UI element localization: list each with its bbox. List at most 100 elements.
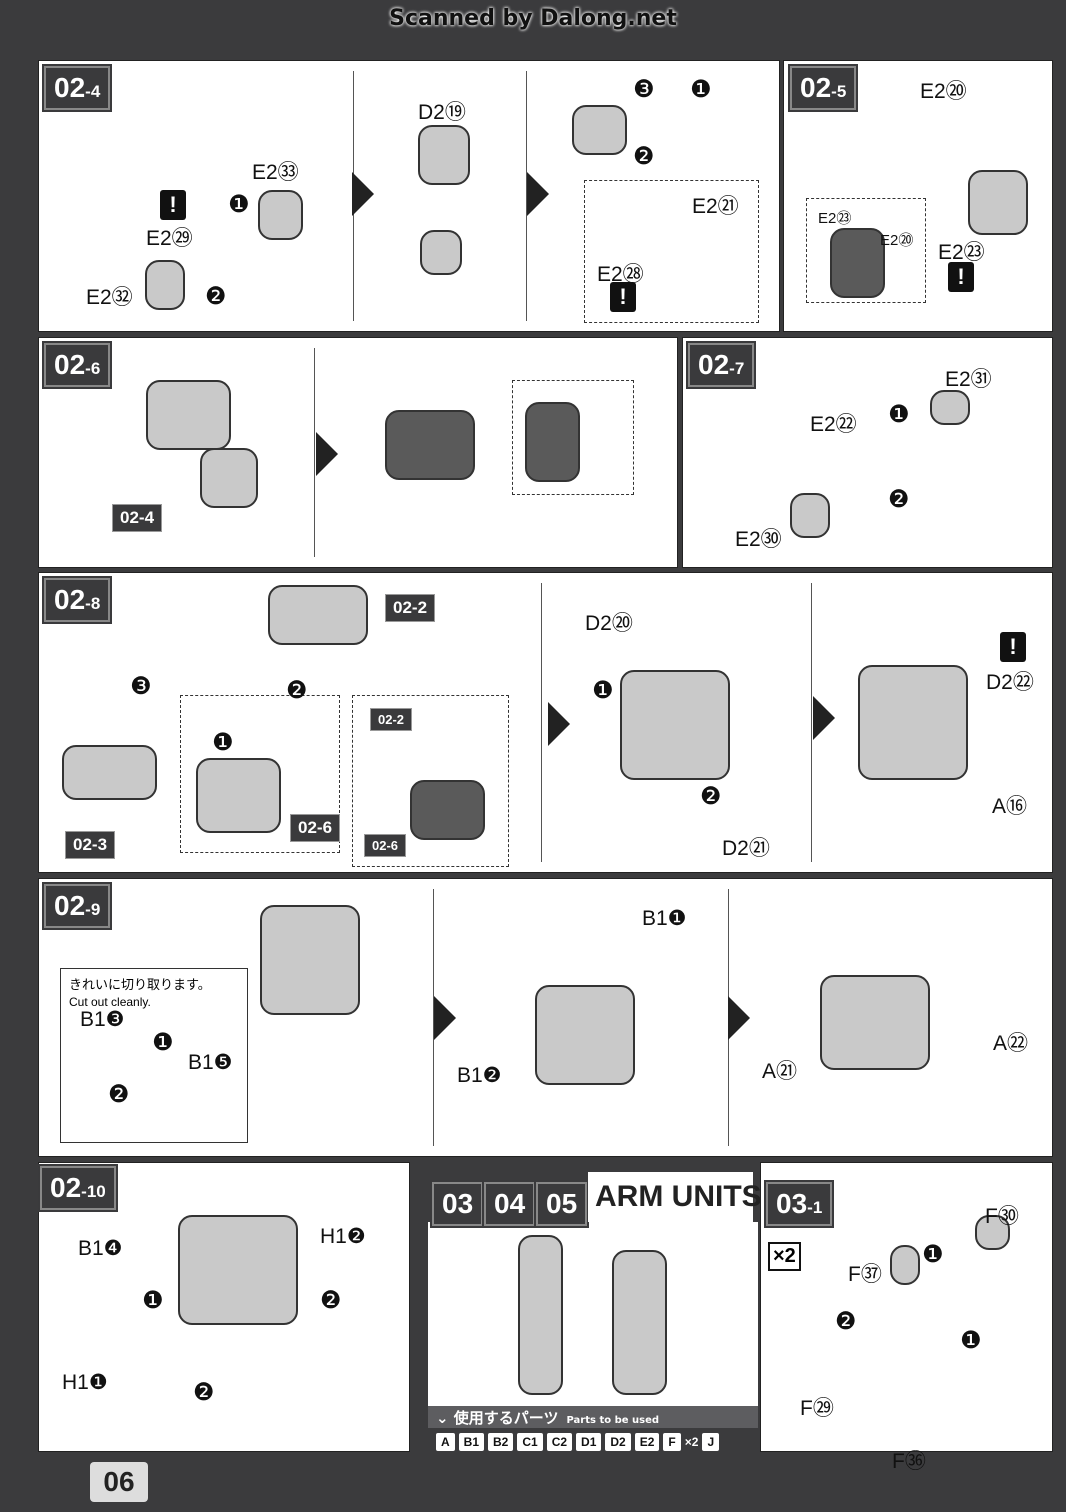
detail-inset: [180, 695, 340, 853]
next-arrow-icon: [434, 996, 456, 1040]
step-marker-2: ❷: [193, 1378, 215, 1406]
step-sub: -7: [729, 359, 745, 378]
part-label: E2㉜: [86, 286, 133, 309]
part-label: E2㉑: [692, 195, 739, 218]
step-tag-02-5: 02-5: [787, 64, 859, 112]
arm-illustration: [612, 1250, 667, 1395]
part-illustration: [620, 670, 730, 780]
part-label: B1❷: [457, 1064, 502, 1087]
part-label: E2㉝: [252, 161, 299, 184]
step-marker-1: ❶: [690, 75, 712, 103]
runner-chip: C1: [517, 1433, 543, 1451]
part-illustration: [858, 665, 968, 780]
step-number: 02: [50, 1172, 82, 1203]
next-arrow-icon: [316, 432, 338, 476]
arm-illustration: [518, 1235, 563, 1395]
step-marker-2: ❷: [633, 142, 655, 170]
step-marker-3: ❸: [130, 672, 152, 700]
part-label: E2㉛: [945, 368, 992, 391]
ref-tag: 02-2: [385, 594, 436, 622]
ref-tag: 02-2: [370, 708, 413, 731]
next-arrow-icon: [548, 702, 570, 746]
part-illustration: [146, 380, 231, 450]
arm-units-illustration-area: [428, 1222, 758, 1406]
part-illustration: [820, 975, 930, 1070]
ref-tag: 02-6: [290, 814, 341, 842]
step-marker-2: ❷: [835, 1307, 857, 1335]
part-label: E2㉓: [818, 210, 852, 227]
section-number: 04: [481, 1180, 538, 1228]
note-jp: きれいに切り取ります。: [69, 978, 211, 993]
step-marker-2: ❷: [888, 485, 910, 513]
step-number: 02: [54, 349, 86, 380]
part-label: F㉚: [985, 1205, 1019, 1228]
part-illustration: [145, 260, 185, 310]
section-title-bg: [588, 1172, 753, 1222]
part-label: E2㉙: [146, 227, 193, 250]
step-number: 02: [54, 890, 86, 921]
part-label: D2⑳: [585, 612, 633, 635]
runner-chip: B1: [458, 1433, 485, 1451]
divider: [811, 583, 812, 862]
part-label: E2⑳: [920, 80, 967, 103]
step-marker-1: ❶: [142, 1286, 164, 1314]
step-marker-3: ❸: [633, 75, 655, 103]
runner-chip: E2: [634, 1433, 660, 1451]
runner-chip: F: [663, 1433, 681, 1451]
ref-tag: 02-3: [65, 831, 116, 859]
part-label: E2㉚: [735, 528, 782, 551]
detail-inset: [512, 380, 634, 495]
next-arrow-icon: [728, 996, 750, 1040]
detail-inset: [352, 695, 509, 867]
runner-chip: J: [702, 1433, 720, 1451]
divider: [314, 348, 315, 557]
divider: [526, 71, 527, 321]
part-illustration: [178, 1215, 298, 1325]
step-sub: -1: [807, 1198, 823, 1217]
step-sub: -5: [831, 82, 847, 101]
part-label: H1❷: [320, 1225, 366, 1248]
part-label: A㉒: [993, 1032, 1029, 1055]
ref-tag: 02-4: [112, 504, 163, 532]
part-label: E2㉓: [938, 241, 985, 264]
warning-icon: !: [610, 282, 636, 312]
part-illustration: [62, 745, 157, 800]
part-illustration: [975, 1215, 1010, 1250]
part-label: B1❸: [80, 1008, 125, 1031]
part-illustration: [420, 230, 462, 275]
parts-used-en: Parts to be used: [566, 1415, 660, 1426]
step-marker-1: ❶: [888, 400, 910, 428]
part-illustration: [968, 170, 1028, 235]
part-illustration: [830, 228, 885, 298]
step-marker-1: ❶: [960, 1326, 982, 1354]
part-illustration: [890, 1245, 920, 1285]
part-illustration: [572, 105, 627, 155]
runner-chip: C2: [546, 1433, 573, 1451]
step-marker-1: ❶: [922, 1240, 944, 1268]
part-illustration: [525, 402, 580, 482]
part-label: D2㉑: [722, 837, 770, 860]
part-illustration: [260, 905, 360, 1015]
step-tag-02-9: 02-9: [41, 882, 113, 930]
step-marker-2: ❷: [205, 282, 227, 310]
step-number: 02: [698, 349, 730, 380]
cut-note-box: きれいに切り取ります。 Cut out cleanly.: [60, 968, 248, 1143]
step-marker-2: ❷: [286, 676, 308, 704]
page-number: 06: [90, 1462, 148, 1502]
step-tag-02-10: 02-10: [38, 1164, 118, 1212]
part-illustration: [410, 780, 485, 840]
runner-chip: D2: [605, 1433, 631, 1451]
part-illustration: [258, 190, 303, 240]
part-illustration: [268, 585, 368, 645]
detail-inset: [584, 180, 759, 323]
section-number: 05: [533, 1180, 590, 1228]
part-illustration: [930, 390, 970, 425]
divider: [433, 889, 434, 1146]
part-illustration: [200, 448, 258, 508]
next-arrow-icon: [813, 696, 835, 740]
part-illustration: [385, 410, 475, 480]
step-tag-02-6: 02-6: [41, 341, 113, 389]
ref-tag: 02-6: [364, 834, 407, 857]
note-en: Cut out cleanly.: [69, 995, 151, 1009]
